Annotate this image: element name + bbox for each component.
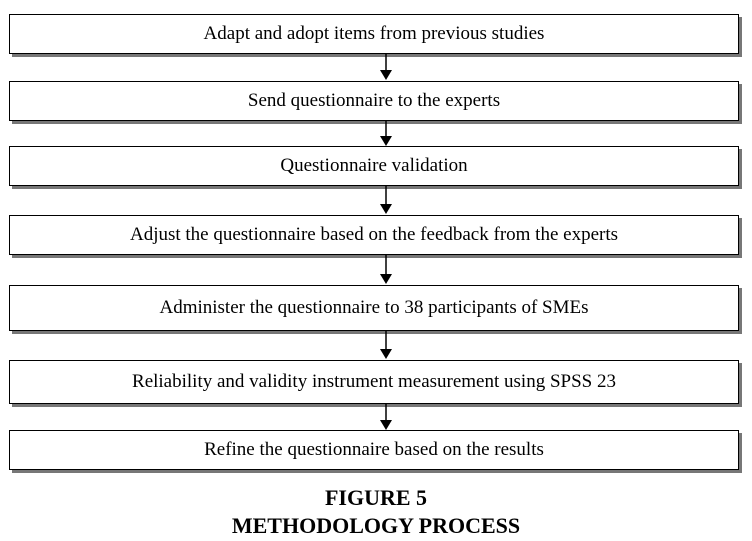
- step-questionnaire-validation: Questionnaire validation: [9, 146, 739, 186]
- step-reliability-validity: Reliability and validity instrument meas…: [9, 360, 739, 404]
- arrow-down-icon: [380, 54, 392, 80]
- arrow-down-icon: [380, 331, 392, 359]
- step-administer-questionnaire: Administer the questionnaire to 38 parti…: [9, 285, 739, 331]
- figure-number: FIGURE 5: [324, 485, 428, 510]
- step-adjust-questionnaire: Adjust the questionnaire based on the fe…: [9, 215, 739, 255]
- figure-title: METHODOLOGY PROCESS: [231, 513, 521, 538]
- arrow-down-icon: [380, 121, 392, 146]
- arrow-down-icon: [380, 186, 392, 214]
- arrow-down-icon: [380, 255, 392, 284]
- step-refine-questionnaire: Refine the questionnaire based on the re…: [9, 430, 739, 470]
- step-adapt-items: Adapt and adopt items from previous stud…: [9, 14, 739, 54]
- step-send-questionnaire: Send questionnaire to the experts: [9, 81, 739, 121]
- arrow-down-icon: [380, 404, 392, 430]
